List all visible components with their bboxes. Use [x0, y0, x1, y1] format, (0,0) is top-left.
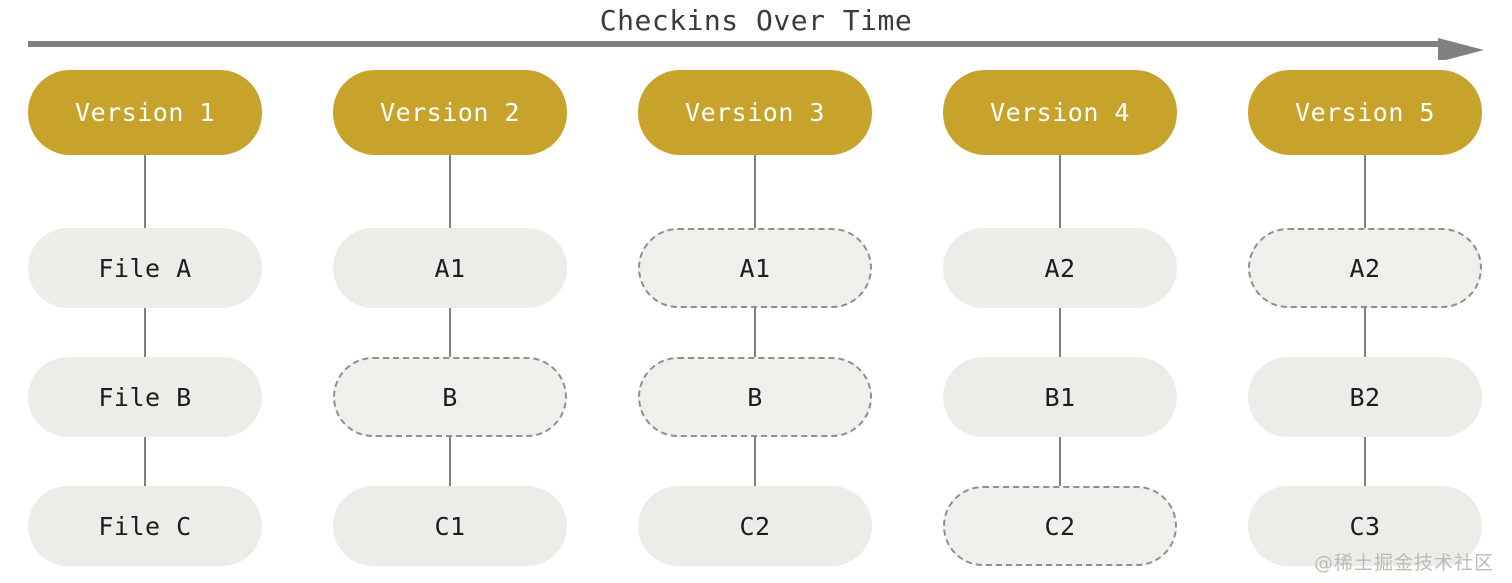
file-node-2-1[interactable]: A1 — [333, 228, 567, 308]
version-column-2: Version 2 A1 B C1 — [333, 70, 567, 570]
connector-line — [449, 437, 451, 486]
file-node-5-1[interactable]: A2 — [1248, 228, 1482, 308]
file-node-4-2[interactable]: B1 — [943, 357, 1177, 437]
version-column-3: Version 3 A1 B C2 — [638, 70, 872, 570]
file-node-1-2[interactable]: File B — [28, 357, 262, 437]
connector-line — [754, 437, 756, 486]
file-node-3-2[interactable]: B — [638, 357, 872, 437]
connector-line — [754, 155, 756, 228]
connector-line — [1364, 437, 1366, 486]
file-node-2-2[interactable]: B — [333, 357, 567, 437]
version-column-4: Version 4 A2 B1 C2 — [943, 70, 1177, 570]
connector-line — [1059, 308, 1061, 357]
file-node-4-3[interactable]: C2 — [943, 486, 1177, 566]
file-node-5-3[interactable]: C3 — [1248, 486, 1482, 566]
version-pill-3[interactable]: Version 3 — [638, 70, 872, 155]
file-node-2-3[interactable]: C1 — [333, 486, 567, 566]
connector-line — [449, 308, 451, 357]
page-title: Checkins Over Time — [599, 4, 913, 37]
version-pill-1[interactable]: Version 1 — [28, 70, 262, 155]
file-node-1-3[interactable]: File C — [28, 486, 262, 566]
connector-line — [1364, 155, 1366, 228]
file-node-3-3[interactable]: C2 — [638, 486, 872, 566]
connector-line — [144, 308, 146, 357]
file-node-4-1[interactable]: A2 — [943, 228, 1177, 308]
version-column-1: Version 1 File A File B File C — [28, 70, 262, 570]
file-node-5-2[interactable]: B2 — [1248, 357, 1482, 437]
timeline-arrow — [28, 38, 1484, 62]
connector-line — [754, 308, 756, 357]
file-node-3-1[interactable]: A1 — [638, 228, 872, 308]
version-pill-2[interactable]: Version 2 — [333, 70, 567, 155]
watermark: @稀土掘金技术社区 — [1313, 552, 1494, 574]
version-pill-5[interactable]: Version 5 — [1248, 70, 1482, 155]
connector-line — [1059, 437, 1061, 486]
version-pill-4[interactable]: Version 4 — [943, 70, 1177, 155]
right-arrow-icon — [28, 38, 1484, 62]
connector-line — [144, 155, 146, 228]
connector-line — [1059, 155, 1061, 228]
connector-line — [1364, 308, 1366, 357]
connector-line — [144, 437, 146, 486]
connector-line — [449, 155, 451, 228]
file-node-1-1[interactable]: File A — [28, 228, 262, 308]
version-column-5: Version 5 A2 B2 C3 — [1248, 70, 1482, 570]
version-columns: Version 1 File A File B File C Version 2… — [28, 70, 1484, 570]
